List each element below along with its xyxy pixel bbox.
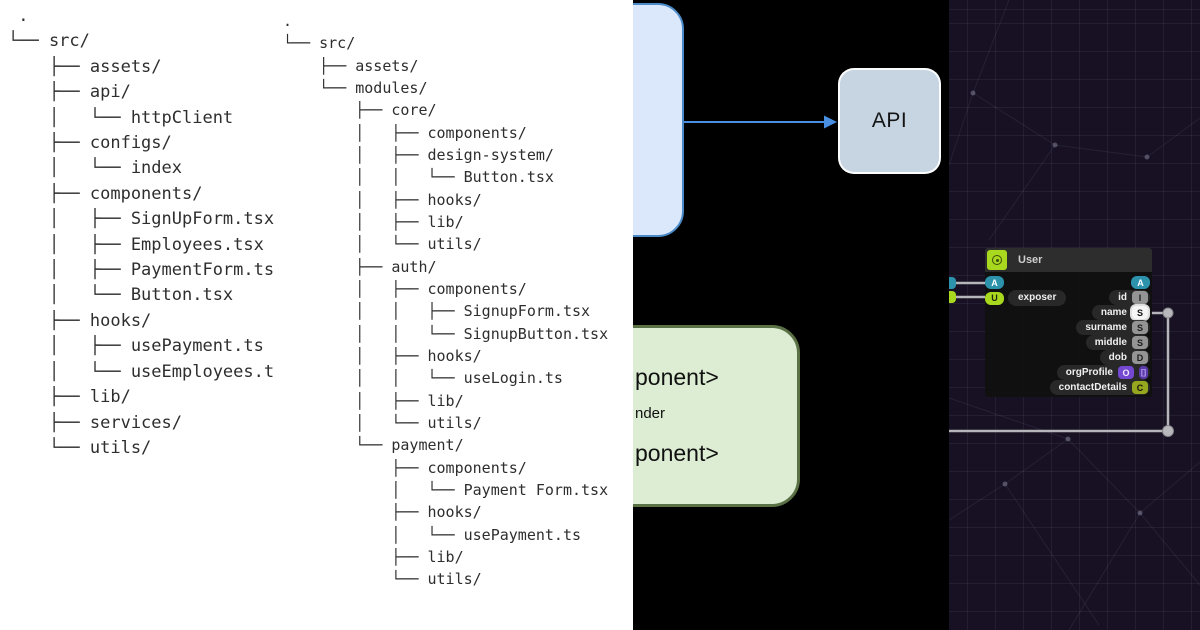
file-tree-modular: . └── src/ ├── assets/ └── modules/ ├── … xyxy=(283,12,609,589)
type-badge[interactable]: C xyxy=(1132,381,1148,394)
field-row-middle[interactable]: middle S xyxy=(1085,335,1150,350)
field-row-dob[interactable]: dob D xyxy=(1099,350,1150,365)
user-node[interactable]: User A U exposer A id I name S xyxy=(985,248,1152,397)
component-shape[interactable] xyxy=(633,3,684,237)
field-row-contactdetails[interactable]: contactDetails C xyxy=(1049,380,1150,395)
node-title: User xyxy=(1018,254,1043,266)
snippet-line-3: ponent> xyxy=(635,440,719,466)
edge-handle-dot xyxy=(1162,425,1174,437)
edge-handle-dot xyxy=(1162,307,1174,319)
field-row-surname[interactable]: surname S xyxy=(1076,320,1150,335)
port-badge-a[interactable]: A xyxy=(1131,276,1150,289)
snippet-line-1: ponent> xyxy=(635,364,719,390)
input-port-a[interactable]: A xyxy=(985,276,1004,289)
type-badge[interactable]: O xyxy=(1118,366,1134,379)
list-marker-badge: [] xyxy=(1139,366,1148,379)
exposer-label: exposer xyxy=(1008,290,1067,306)
arrow-connector xyxy=(684,115,837,129)
type-badge-selected[interactable]: S xyxy=(1132,306,1148,319)
output-port-a[interactable]: A xyxy=(1131,275,1150,290)
user-node-header[interactable]: User xyxy=(985,248,1152,272)
type-badge[interactable]: D xyxy=(1132,351,1148,364)
field-row-id[interactable]: id I xyxy=(1109,290,1150,305)
type-badge[interactable]: S xyxy=(1132,336,1148,349)
port-badge-u[interactable]: U xyxy=(985,291,1004,305)
file-trees-panel: . └── src/ ├── assets/ ├── api/ │ └── ht… xyxy=(8,6,609,589)
architecture-diagram-panel: API ponent> nder ponent> xyxy=(633,0,949,630)
type-badge[interactable]: S xyxy=(1132,321,1148,334)
file-tree-flat: . └── src/ ├── assets/ ├── api/ │ └── ht… xyxy=(8,6,275,458)
field-row-orgprofile[interactable]: orgProfile O [] xyxy=(1056,365,1150,380)
input-port-exposer[interactable]: U exposer xyxy=(985,290,1067,306)
api-node[interactable]: API xyxy=(838,68,941,174)
type-badge[interactable]: I xyxy=(1132,291,1148,304)
field-row-name[interactable]: name S xyxy=(1091,305,1150,320)
offscreen-port-a[interactable] xyxy=(949,277,956,289)
code-snippet-shape[interactable] xyxy=(633,325,800,507)
user-node-body: A U exposer A id I name S surname xyxy=(985,272,1152,397)
background-plexus xyxy=(949,0,1200,630)
arrowhead-icon xyxy=(824,115,837,129)
graph-edges xyxy=(949,281,1174,437)
snippet-line-2: nder xyxy=(635,405,666,422)
type-object-icon xyxy=(987,250,1007,270)
api-node-label: API xyxy=(871,109,908,132)
node-graph-panel[interactable]: User A U exposer A id I name S xyxy=(949,0,1200,630)
offscreen-port-u[interactable] xyxy=(949,291,956,303)
